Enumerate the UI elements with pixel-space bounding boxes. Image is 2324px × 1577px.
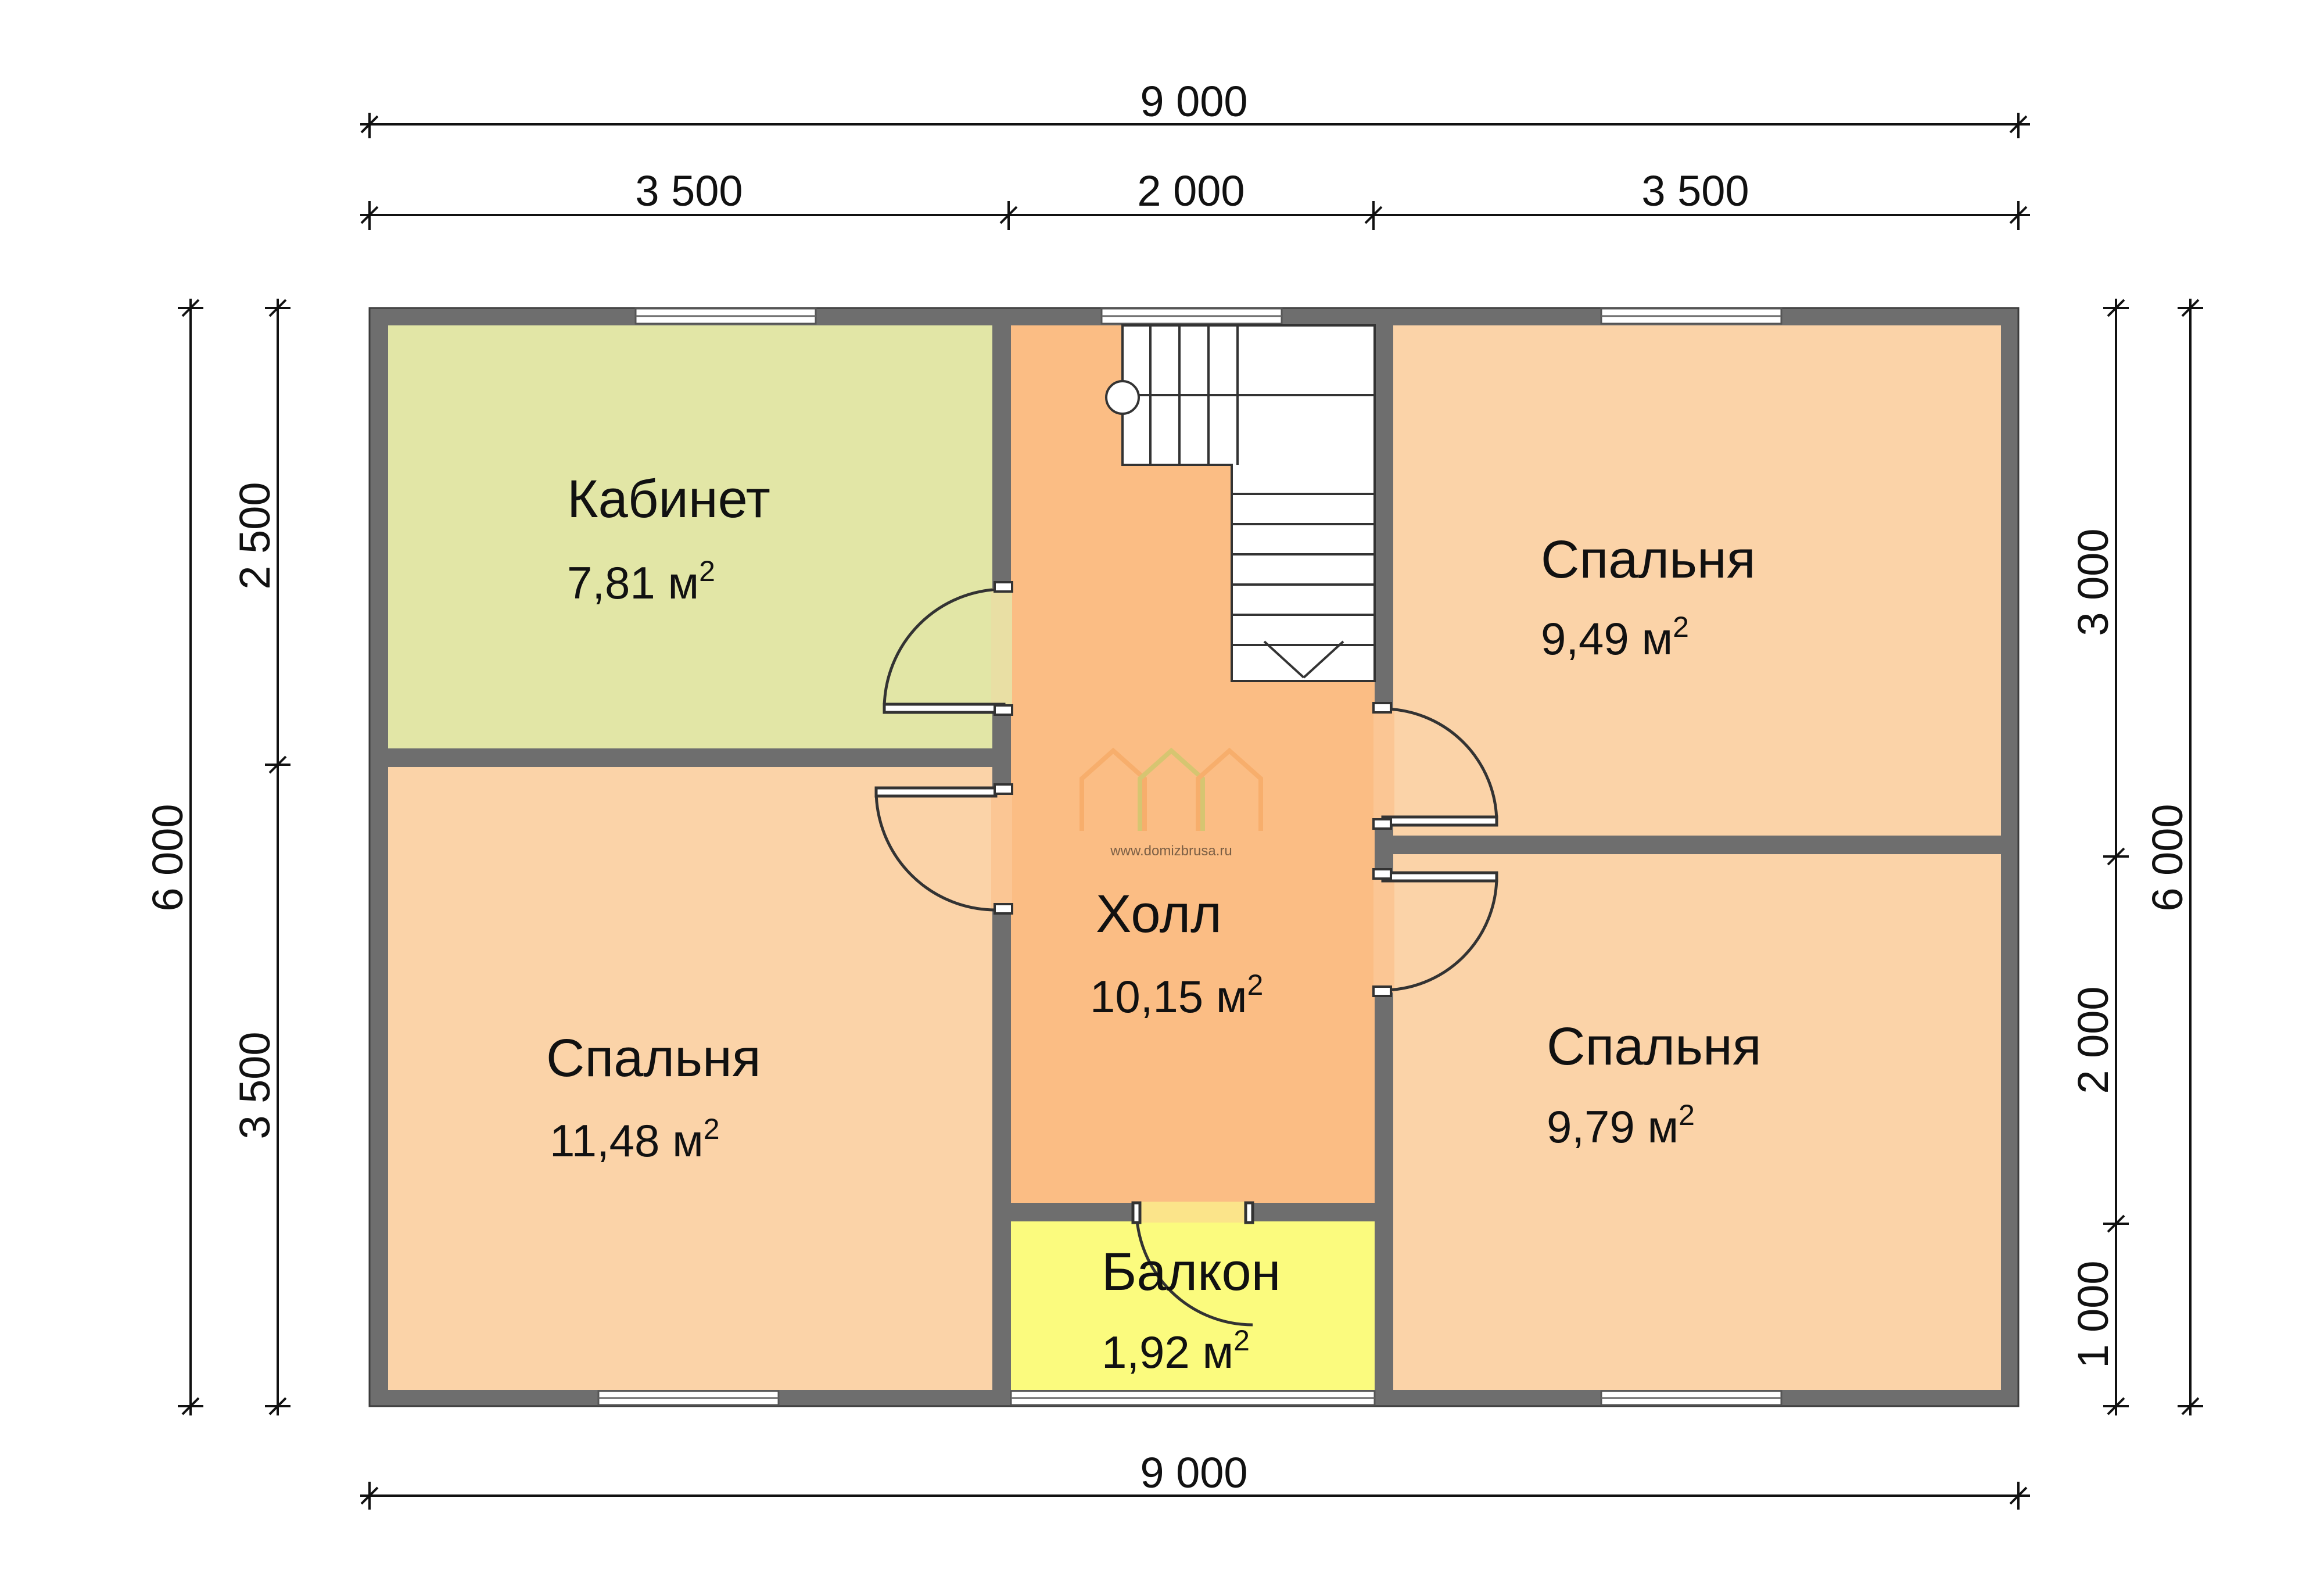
dimension-text: 2 000 [2069, 986, 2117, 1094]
room-area: 10,15 м2 [1090, 969, 1263, 1022]
dimension-right-total: 6 000 [2143, 299, 2203, 1415]
logo-house-left [1079, 747, 1147, 831]
opening-balcony [1132, 1202, 1254, 1223]
door-bedroom-left [874, 783, 1013, 915]
window-top-bedroom [1600, 307, 1783, 325]
label-bedroom-bottom-right: Спальня 9,79 м2 [1547, 1017, 1762, 1152]
room-balcony [1011, 1221, 1375, 1390]
dimension-bottom-total: 9 000 [360, 1449, 2030, 1510]
room-area: 1,92 м2 [1102, 1324, 1250, 1378]
label-balcony: Балкон 1,92 м2 [1102, 1242, 1281, 1378]
label-bedroom-top-right: Спальня 9,49 м2 [1541, 530, 1756, 664]
room-name: Балкон [1102, 1242, 1281, 1302]
dimension-left-segments: 2 500 3 500 [231, 299, 290, 1415]
dimension-text: 9 000 [1140, 77, 1247, 126]
room-name: Спальня [1547, 1017, 1762, 1076]
room-bedroom-left [388, 767, 992, 1390]
dimension-text: 3 500 [635, 167, 743, 215]
door-bedroom-bottom-right [1372, 868, 1498, 997]
door-balcony [1131, 1201, 1254, 1327]
window-top-hall [1100, 307, 1283, 325]
opening-office [991, 588, 1012, 709]
room-area: 11,48 м2 [550, 1113, 720, 1166]
dimension-text: 3 500 [1641, 167, 1749, 215]
logo-house-middle [1138, 747, 1205, 831]
watermark-logo: www.domizbrusa.ru [1079, 747, 1263, 859]
dimension-text: 3 000 [2069, 528, 2117, 636]
window-bottom-balcony [1010, 1390, 1376, 1406]
room-name: Спальня [546, 1028, 761, 1088]
opening-bedroom-top-right [1373, 709, 1394, 823]
window-bottom-bedroom-left [597, 1390, 780, 1406]
dimension-top-segments: 3 500 2 000 3 500 [360, 167, 2030, 230]
room-area: 9,79 м2 [1547, 1099, 1695, 1152]
watermark-url: www.domizbrusa.ru [1110, 843, 1232, 859]
room-bedroom-bottom-right [1393, 854, 2001, 1390]
room-name: Холл [1096, 884, 1222, 944]
dimension-text: 6 000 [144, 804, 192, 911]
dimension-text: 2 500 [231, 482, 279, 589]
room-area: 7,81 м2 [567, 555, 715, 608]
dimension-text: 9 000 [1140, 1449, 1247, 1497]
room-name: Кабинет [567, 469, 770, 529]
dimension-text: 3 500 [231, 1031, 279, 1139]
opening-bedroom-left [991, 790, 1012, 910]
door-bedroom-top-right [1372, 702, 1498, 830]
dimension-top-total: 9 000 [360, 77, 2030, 138]
room-name: Спальня [1541, 530, 1756, 589]
logo-house-right [1196, 747, 1263, 831]
label-office: Кабинет 7,81 м2 [567, 469, 770, 608]
dimension-text: 1 000 [2069, 1260, 2117, 1368]
dimension-right-segments: 3 000 2 000 1 000 [2069, 299, 2129, 1415]
staircase [1105, 324, 1376, 682]
dimension-left-total: 6 000 [144, 299, 203, 1415]
room-bedroom-top-right [1393, 325, 2001, 836]
label-bedroom-left: Спальня 11,48 м2 [546, 1028, 761, 1166]
stair-post [1105, 380, 1140, 415]
dimension-text: 2 000 [1137, 167, 1245, 215]
window-top-office [634, 307, 817, 325]
opening-bedroom-bottom-right [1373, 873, 1394, 992]
door-office [883, 581, 1013, 716]
window-bottom-bedroom-right [1600, 1390, 1783, 1406]
room-area: 9,49 м2 [1541, 611, 1689, 664]
room-office [388, 325, 992, 748]
label-hall: Холл 10,15 м2 [1090, 884, 1263, 1022]
dimension-text: 6 000 [2143, 804, 2192, 911]
